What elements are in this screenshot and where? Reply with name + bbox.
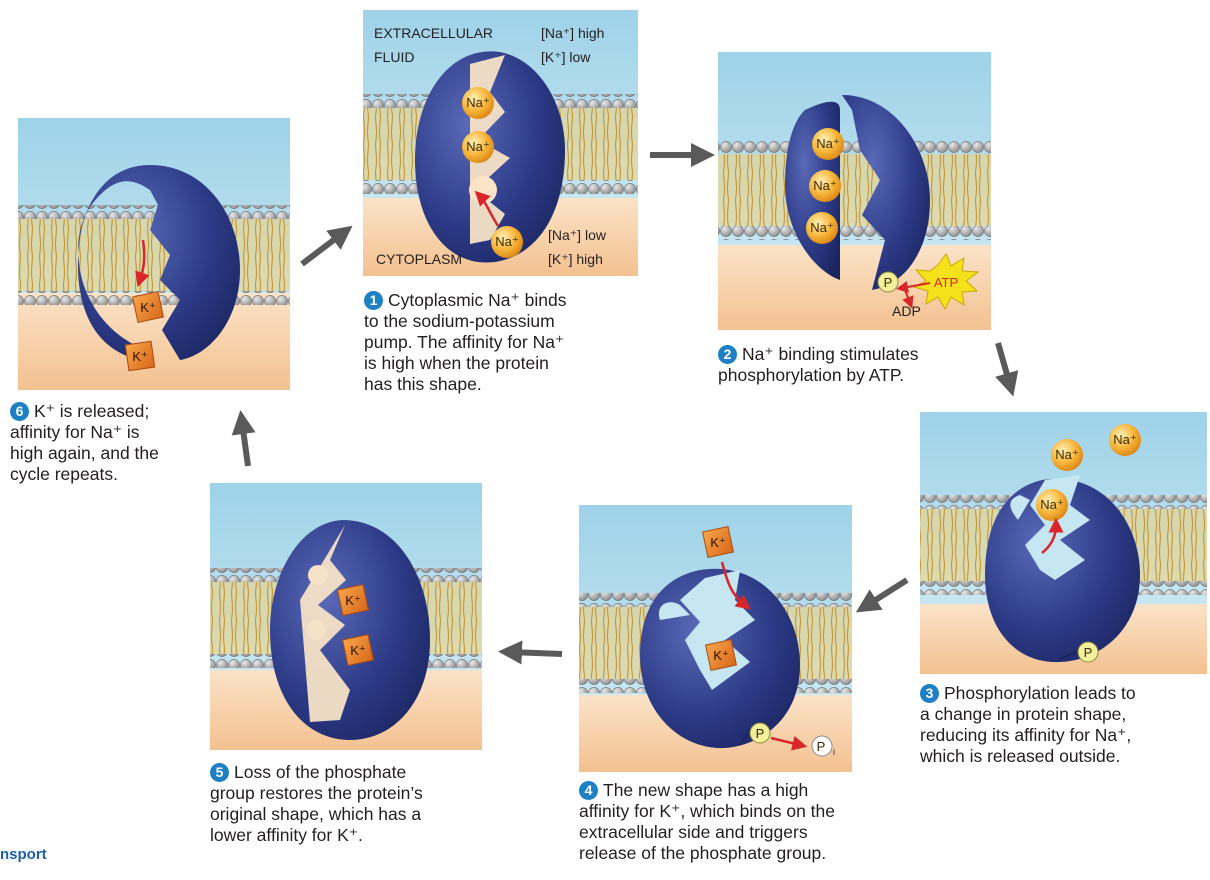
caption-line: The new shape has a high <box>603 780 808 800</box>
step-number-badge: 1 <box>364 291 383 310</box>
panel-step-2: Na⁺ Na⁺ Na⁺ P ATP ADP <box>718 52 991 330</box>
caption-line: lower affinity for K⁺. <box>210 825 363 845</box>
caption-line: reducing its affinity for Na⁺, <box>920 725 1131 745</box>
na-high-label: [Na⁺] high <box>541 25 604 41</box>
potassium-label: K⁺ <box>710 535 726 550</box>
potassium-label: K⁺ <box>713 648 729 663</box>
sodium-ion-label: Na⁺ <box>810 220 833 235</box>
caption-step-4: 4 The new shape has a high affinity for K… <box>579 780 909 864</box>
arrow-6-to-1 <box>302 233 343 264</box>
caption-line: has this shape. <box>364 374 482 394</box>
step-number-badge: 6 <box>10 402 29 421</box>
panel-step-5: K⁺ K⁺ <box>210 483 482 750</box>
caption-line: affinity for Na⁺ is <box>10 422 140 442</box>
arrow-2-to-3 <box>998 343 1010 385</box>
caption-step-2: 2 Na⁺ binding stimulates phosphorylation … <box>718 344 998 386</box>
step-number-badge: 3 <box>920 684 939 703</box>
arrow-4-to-5 <box>510 652 562 654</box>
potassium-label: K⁺ <box>350 643 366 658</box>
caption-line: group restores the protein’s <box>210 783 423 803</box>
sodium-ion-label: Na⁺ <box>495 234 518 249</box>
sodium-ion-label: Na⁺ <box>816 136 839 151</box>
phosphate-label: P <box>884 275 893 290</box>
figure-title-fragment: nsport <box>0 846 47 863</box>
cytoplasm-label: CYTOPLASM <box>376 251 462 267</box>
potassium-label: K⁺ <box>345 593 361 608</box>
panel-step-1: Na⁺ Na⁺ Na⁺ EXTRACELLULAR FLUID [Na⁺] hi… <box>363 10 638 276</box>
caption-line: phosphorylation by ATP. <box>718 365 904 385</box>
k-low-label: [K⁺] low <box>541 49 591 65</box>
atp-label: ATP <box>934 275 958 290</box>
caption-line: release of the phosphate group. <box>579 843 826 863</box>
caption-step-1: 1 Cytoplasmic Na⁺ binds to the sodium-pot… <box>364 290 654 395</box>
sodium-ion-label: Na⁺ <box>466 95 489 110</box>
caption-line: to the sodium-potassium <box>364 311 555 331</box>
caption-line: K⁺ is released; <box>34 401 149 421</box>
caption-line: cycle repeats. <box>10 464 118 484</box>
na-low-label: [Na⁺] low <box>548 227 607 243</box>
caption-line: is high when the protein <box>364 353 549 373</box>
inorganic-subscript: i <box>833 747 835 757</box>
caption-line: pump. The affinity for Na⁺ <box>364 332 564 352</box>
caption-line: Na⁺ binding stimulates <box>742 344 919 364</box>
panel-step-3: P Na⁺ Na⁺ Na⁺ <box>920 412 1207 674</box>
sodium-ion-label: Na⁺ <box>1055 447 1078 462</box>
sodium-ion-label: Na⁺ <box>1040 497 1063 512</box>
caption-line: which is released outside. <box>920 746 1120 766</box>
sodium-ion-label: Na⁺ <box>813 178 836 193</box>
sodium-ion-label: Na⁺ <box>466 139 489 154</box>
fluid-label: FLUID <box>374 49 414 65</box>
extracellular-label: EXTRACELLULAR <box>374 25 493 41</box>
arrow-5-to-6 <box>242 422 248 466</box>
panel-step-6: K⁺ K⁺ <box>18 118 290 390</box>
caption-line: extracellular side and triggers <box>579 822 808 842</box>
adp-label: ADP <box>892 303 921 319</box>
caption-line: high again, and the <box>10 443 159 463</box>
sodium-ion-label: Na⁺ <box>1113 432 1136 447</box>
caption-line: a change in protein shape, <box>920 704 1126 724</box>
phosphate-label: P <box>1084 645 1093 660</box>
step-number-badge: 2 <box>718 345 737 364</box>
caption-step-3: 3 Phosphorylation leads to a change in pr… <box>920 683 1208 767</box>
caption-step-5: 5 Loss of the phosphate group restores th… <box>210 762 500 846</box>
step-number-badge: 4 <box>579 781 598 800</box>
inorganic-phosphate-label: P <box>817 739 826 754</box>
arrow-3-to-4 <box>866 580 907 606</box>
panel-step-4: K⁺ K⁺ P P i <box>579 505 852 772</box>
caption-step-6: 6 K⁺ is released; affinity for Na⁺ is hig… <box>10 401 220 485</box>
step-number-badge: 5 <box>210 763 229 782</box>
caption-line: affinity for K⁺, which binds on the <box>579 801 835 821</box>
caption-line: Phosphorylation leads to <box>944 683 1136 703</box>
caption-line: Loss of the phosphate <box>234 762 406 782</box>
caption-line: original shape, which has a <box>210 804 421 824</box>
potassium-label: K⁺ <box>140 300 156 315</box>
k-high-label: [K⁺] high <box>548 251 603 267</box>
potassium-label: K⁺ <box>132 349 148 364</box>
caption-line: Cytoplasmic Na⁺ binds <box>388 290 566 310</box>
phosphate-label: P <box>756 726 765 741</box>
